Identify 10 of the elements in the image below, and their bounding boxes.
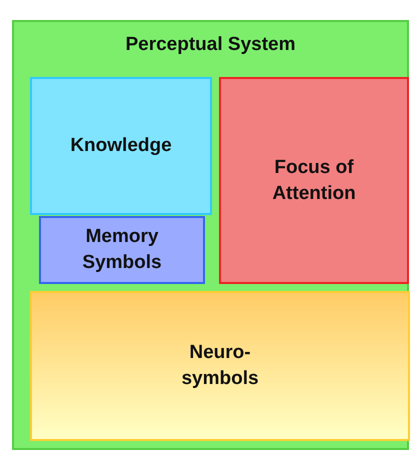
memory-panel [39,216,205,284]
panel-label: Neuro-symbols [180,341,260,391]
panel-label: Memory Symbols [81,225,163,275]
knowledge-panel [30,77,212,215]
panel-title: Perceptual System [125,33,296,57]
panel-label: Focus of Attention [271,156,357,206]
outer-panel [12,20,409,450]
panel-label: Knowledge [70,134,172,158]
neuro-panel [30,291,410,441]
attention-panel [219,77,409,284]
